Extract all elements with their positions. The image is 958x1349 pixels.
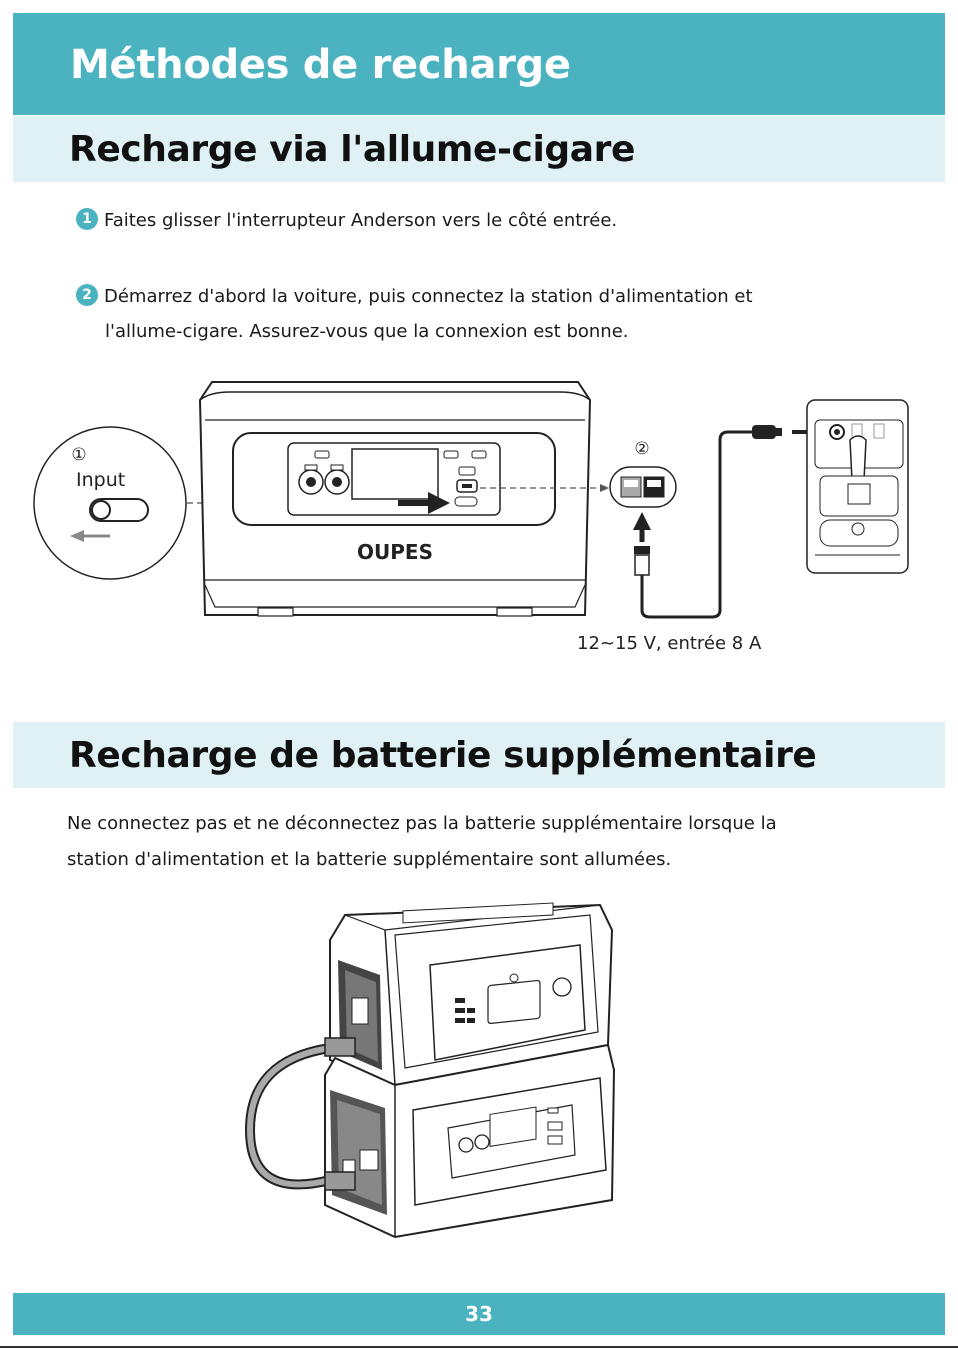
battery-warning: Ne connectez pas et ne déconnectez pas l… — [67, 806, 907, 878]
step-1: 1 Faites glisser l'interrupteur Anderson … — [76, 203, 617, 238]
expansion-cable-illustration — [244, 1037, 356, 1191]
battery-warning-line2: station d'alimentation et la batterie su… — [67, 849, 672, 870]
bottom-rule — [0, 1346, 958, 1348]
step-2-text-line1: Démarrez d'abord la voiture, puis connec… — [104, 286, 753, 307]
power-station-illustration: OUPES — [198, 381, 592, 617]
arrow-left-icon — [70, 530, 110, 542]
callout-2-label: ② — [634, 439, 649, 459]
step-2-badge: 2 — [76, 284, 98, 306]
power-station-base-illustration — [324, 1043, 616, 1239]
extra-battery-diagram — [244, 902, 616, 1239]
charging-cable-illustration — [633, 424, 828, 619]
section-heading-battery-charging: Recharge de batterie supplémentaire — [13, 722, 945, 788]
battery-warning-line1: Ne connectez pas et ne déconnectez pas l… — [67, 813, 777, 834]
page-number: 33 — [13, 1293, 945, 1335]
page-title: Méthodes de recharge — [13, 13, 945, 115]
anderson-port-callout: ② — [609, 439, 677, 508]
brand-logo: OUPES — [357, 540, 433, 564]
car-console-illustration — [806, 399, 909, 574]
callout-1-label: ① — [71, 445, 86, 465]
car-charging-diagram: ① Input — [33, 381, 909, 654]
section-heading-car-charging: Recharge via l'allume-cigare — [13, 116, 945, 182]
step-1-badge: 1 — [76, 208, 98, 230]
input-spec-label: 12~15 V, entrée 8 A — [577, 633, 762, 654]
input-switch-label: Input — [76, 469, 125, 491]
step-2-text-line2: l'allume-cigare. Assurez-vous que la con… — [105, 321, 629, 342]
input-switch-callout: ① Input — [33, 426, 187, 580]
step-1-text: Faites glisser l'interrupteur Anderson v… — [104, 210, 618, 231]
step-2: 2 Démarrez d'abord la voiture, puis conne… — [76, 279, 753, 349]
